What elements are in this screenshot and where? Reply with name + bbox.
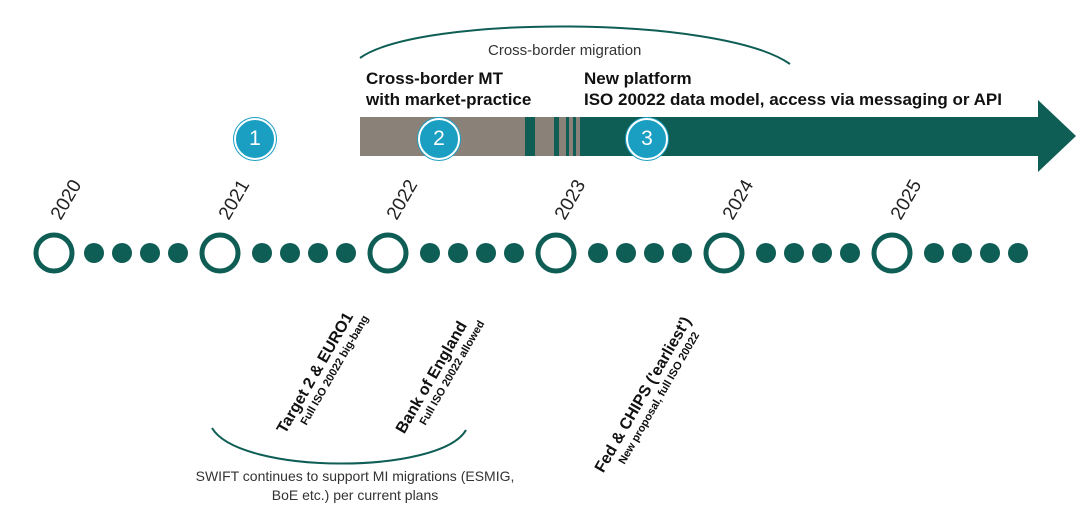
migration-bracket-arc: [359, 25, 791, 65]
timeline-dot: [336, 243, 356, 263]
year-marker-ring: [33, 232, 75, 274]
timeline-dot: [168, 243, 188, 263]
migration-bracket-label: Cross-border migration: [488, 42, 642, 59]
note-line: SWIFT continues to support MI migrations…: [195, 468, 515, 484]
timeline-dot: [672, 243, 692, 263]
timeline-track: [33, 232, 1028, 274]
timeline-dot: [756, 243, 776, 263]
timeline-dot: [140, 243, 160, 263]
year-marker-ring: [535, 232, 577, 274]
phase-label-line: Cross-border MT: [366, 69, 503, 88]
timeline-dot: [308, 243, 328, 263]
step-badge: 3: [626, 118, 668, 160]
transition-stripe: [525, 117, 535, 156]
phase-label-mt: Cross-border MT with market-practice: [366, 68, 531, 110]
phase-arrow: [360, 100, 1076, 172]
transition-stripe: [573, 117, 576, 156]
timeline-dot: [980, 243, 1000, 263]
note-line: BoE etc.) per current plans: [271, 487, 439, 503]
timeline-dot: [784, 243, 804, 263]
timeline-dot: [952, 243, 972, 263]
transition-stripe: [554, 117, 559, 156]
timeline-dot: [1008, 243, 1028, 263]
timeline-dot: [616, 243, 636, 263]
timeline-dot: [840, 243, 860, 263]
transition-stripe: [566, 117, 569, 156]
year-marker-ring: [871, 232, 913, 274]
year-marker-ring: [199, 232, 241, 274]
timeline-dot: [252, 243, 272, 263]
timeline-dot: [420, 243, 440, 263]
phase-label-line: New platform: [584, 69, 692, 88]
step-badge: 2: [418, 118, 460, 160]
timeline-dot: [448, 243, 468, 263]
phase-label-line: with market-practice: [366, 90, 532, 109]
timeline-dot: [112, 243, 132, 263]
timeline-dot: [476, 243, 496, 263]
year-marker-ring: [367, 232, 409, 274]
phase-label-line: ISO 20022 data model, access via messagi…: [584, 90, 1002, 109]
timeline-dot: [812, 243, 832, 263]
timeline-dot: [84, 243, 104, 263]
step-badge: 1: [234, 118, 276, 160]
note-bracket-arc: [211, 427, 467, 465]
swift-note: SWIFT continues to support MI migrations…: [150, 467, 560, 505]
timeline-dot: [588, 243, 608, 263]
arrow-head: [1038, 100, 1076, 172]
timeline-dot: [504, 243, 524, 263]
timeline-dot: [644, 243, 664, 263]
year-marker-ring: [703, 232, 745, 274]
phase-label-new-platform: New platform ISO 20022 data model, acces…: [584, 68, 1002, 110]
timeline-dot: [280, 243, 300, 263]
timeline-dot: [924, 243, 944, 263]
